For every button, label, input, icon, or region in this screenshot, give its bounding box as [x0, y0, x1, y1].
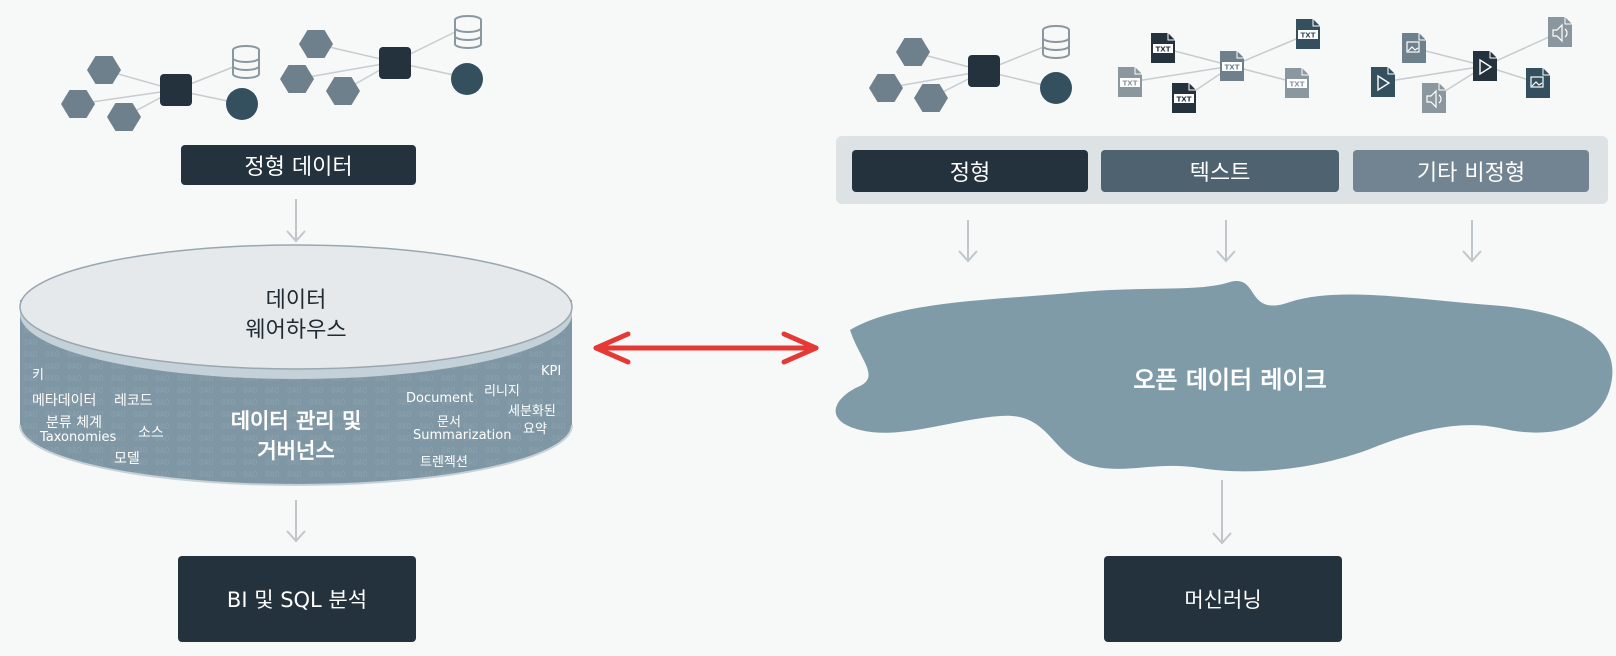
bidirectional-arrow: [593, 331, 819, 365]
circle-node-icon: [226, 88, 258, 120]
text-file-tag: TXT: [1225, 64, 1240, 72]
cylinder-term: 소스: [138, 425, 164, 441]
text-file-icon: TXT: [1284, 67, 1310, 99]
text-file-icon: TXT: [1219, 50, 1245, 82]
cylinder-term: Document: [406, 391, 474, 406]
hexagon-icon: [280, 65, 314, 93]
governance-title-line-2: 거버넌스: [257, 439, 335, 463]
cylinder-term: 레코드: [114, 393, 153, 409]
hexagon-icon: [107, 103, 141, 131]
text-file-icon: TXT: [1150, 32, 1176, 64]
cylinder-term: Summarization: [413, 428, 512, 443]
governance-title-line-1: 데이터 관리 및: [230, 409, 362, 433]
cylinder-term: 키: [32, 368, 44, 383]
text-file-icon: TXT: [1171, 82, 1197, 114]
image-file-icon: [1525, 67, 1551, 99]
cylinder-term: 트렌젝션: [420, 455, 468, 470]
text-file-icon: TXT: [1295, 18, 1321, 50]
text-file-tag: TXT: [1123, 80, 1138, 88]
hexagon-icon: [869, 74, 903, 102]
flow-arrow: [286, 199, 306, 243]
database-icon: [232, 45, 260, 79]
video-file-icon: [1370, 66, 1396, 98]
cylinder-term: 리니지: [484, 384, 520, 399]
machine-learning-box: 머신러닝: [1104, 556, 1342, 642]
circle-node-icon: [1040, 72, 1072, 104]
text-file-tag: TXT: [1290, 81, 1305, 89]
hexagon-icon: [299, 30, 333, 58]
database-icon: [1042, 25, 1070, 59]
warehouse-title-line-1: 데이터: [265, 288, 327, 313]
hexagon-icon: [896, 38, 930, 66]
flow-arrow: [958, 220, 1482, 545]
category-other-unstructured: 기타 비정형: [1353, 150, 1589, 192]
bi-sql-analysis-box: BI 및 SQL 분석: [178, 556, 416, 642]
category-structured: 정형: [852, 150, 1088, 192]
cylinder-term: Taxonomies: [40, 430, 117, 445]
data-lake-shape: [835, 281, 1613, 472]
warehouse-title-line-2: 웨어하우스: [245, 318, 347, 343]
square-node-icon: [379, 47, 411, 79]
category-text: 텍스트: [1101, 150, 1339, 192]
cylinder-term: 문서: [437, 415, 461, 430]
warehouse-cylinder: [19, 244, 573, 486]
structured-data-label: 정형 데이터: [181, 145, 416, 185]
hexagon-icon: [326, 77, 360, 105]
image-file-icon: [1401, 32, 1427, 64]
hexagon-icon: [87, 56, 121, 84]
square-node-icon: [968, 55, 1000, 87]
governance-title: 데이터 관리 및 거버넌스: [196, 406, 396, 466]
open-data-lake-label: 오픈 데이터 레이크: [1133, 366, 1327, 394]
hexagon-icon: [914, 84, 948, 112]
text-file-tag: TXT: [1177, 96, 1192, 104]
text-file-tag: TXT: [1301, 32, 1316, 40]
cylinder-term: 메타데이터: [32, 393, 97, 409]
database-icon: [454, 15, 482, 49]
text-file-icon: TXT: [1117, 66, 1143, 98]
cylinder-term: 분류 체계: [46, 415, 102, 431]
warehouse-title: 데이터 웨어하우스: [196, 286, 396, 346]
text-file-tag: TXT: [1156, 46, 1171, 54]
cylinder-term: 세분화된: [508, 404, 556, 419]
hexagon-icon: [61, 90, 95, 118]
circle-node-icon: [451, 63, 483, 95]
audio-file-icon: [1421, 82, 1447, 114]
cylinder-term: 요약: [523, 422, 547, 437]
cylinder-term: KPI: [541, 364, 562, 379]
flow-arrow: [286, 500, 306, 543]
square-node-icon: [160, 74, 192, 106]
video-file-icon: [1472, 50, 1498, 82]
cylinder-term: 모델: [114, 451, 140, 467]
audio-file-icon: [1547, 16, 1573, 48]
